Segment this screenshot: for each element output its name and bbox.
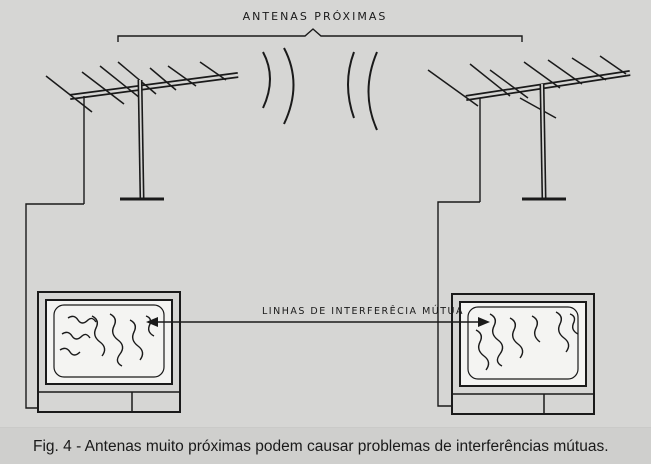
right-tv — [451, 293, 595, 415]
antenna-cables — [25, 201, 480, 409]
top-bracket — [117, 28, 523, 42]
left-antenna — [45, 61, 239, 204]
right-antenna — [427, 55, 631, 202]
left-tv — [37, 291, 181, 413]
figure-caption: Fig. 4 - Antenas muito próximas podem ca… — [0, 428, 651, 464]
radiation-waves — [262, 47, 378, 131]
interference-arrow — [146, 317, 490, 327]
label-nearby-antennas: ANTENAS PRÓXIMAS — [242, 10, 388, 23]
label-interference-lines: LINHAS DE INTERFERÊCIA MÚTUA — [262, 306, 464, 317]
